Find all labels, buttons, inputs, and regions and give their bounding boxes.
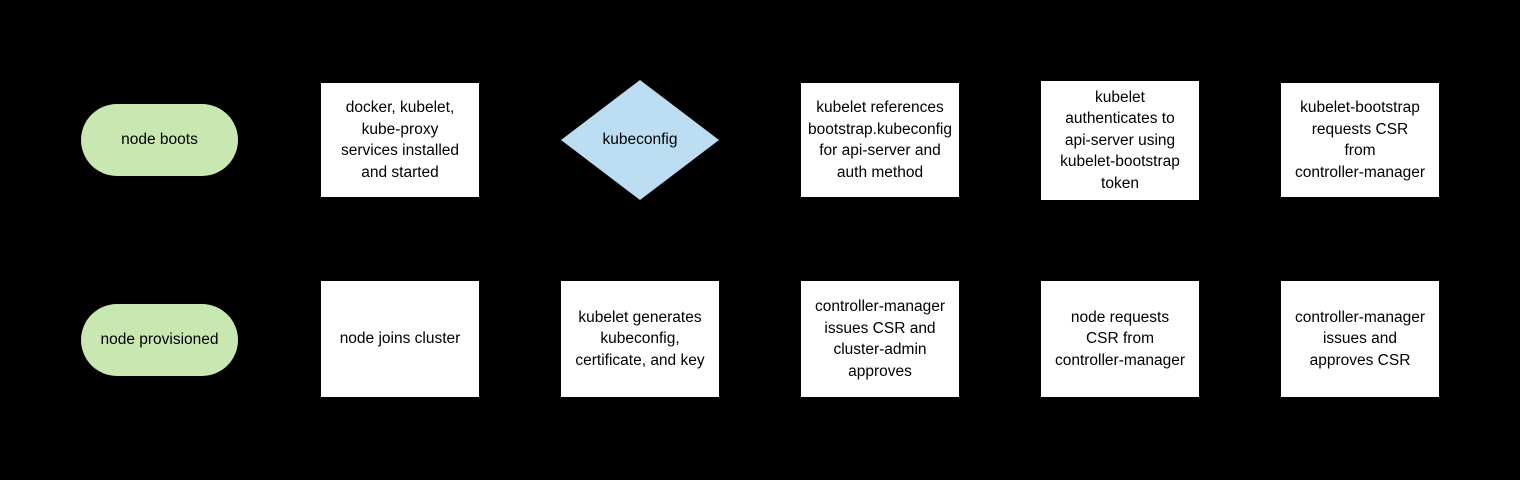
flow-node-label: node boots (121, 131, 198, 149)
flow-node-label: kubelet references bootstrap.kubeconfig … (808, 99, 952, 181)
flow-node-node-joins-cluster[interactable]: node joins cluster (321, 281, 479, 397)
flow-node-label: node joins cluster (339, 330, 461, 348)
flow-node-label: node requests CSR from controller-manage… (1054, 308, 1186, 369)
flow-node-node-requests-csr[interactable]: node requests CSR from controller-manage… (1041, 281, 1199, 397)
flow-node-services-installed[interactable]: docker, kubelet, kube-proxy services ins… (321, 83, 479, 197)
flow-node-node-boots[interactable]: node boots (81, 104, 238, 176)
flow-node-label: kubelet generates kubeconfig, certificat… (575, 308, 705, 369)
flow-node-kubelet-authenticates[interactable]: kubelet authenticates to api-server usin… (1041, 81, 1199, 200)
flow-node-cm-issues-approves[interactable]: controller-manager issues and approves C… (1281, 281, 1439, 397)
flow-node-label: docker, kubelet, kube-proxy services ins… (340, 99, 460, 181)
flow-node-kubeconfig[interactable]: kubeconfig (561, 80, 719, 200)
flow-node-kubelet-bootstrap-requests-csr[interactable]: kubelet-bootstrap requests CSR from cont… (1281, 83, 1439, 197)
flow-node-label: kubelet-bootstrap requests CSR from cont… (1294, 99, 1426, 181)
flow-node-label: controller-manager issues CSR and cluste… (814, 298, 946, 380)
flow-node-node-provisioned[interactable]: node provisioned (81, 304, 238, 376)
flow-node-label: kubeconfig (602, 131, 678, 149)
flow-node-kubelet-references-bootstrap[interactable]: kubelet references bootstrap.kubeconfig … (801, 83, 959, 197)
flow-node-kubelet-generates[interactable]: kubelet generates kubeconfig, certificat… (561, 281, 719, 397)
flow-node-label: kubelet authenticates to api-server usin… (1060, 88, 1180, 192)
flow-node-cm-issues-csr[interactable]: controller-manager issues CSR and cluste… (801, 281, 959, 397)
flow-node-label: node provisioned (100, 331, 219, 349)
flow-node-label: controller-manager issues and approves C… (1294, 308, 1426, 369)
decision-diamond-shape (561, 80, 719, 200)
